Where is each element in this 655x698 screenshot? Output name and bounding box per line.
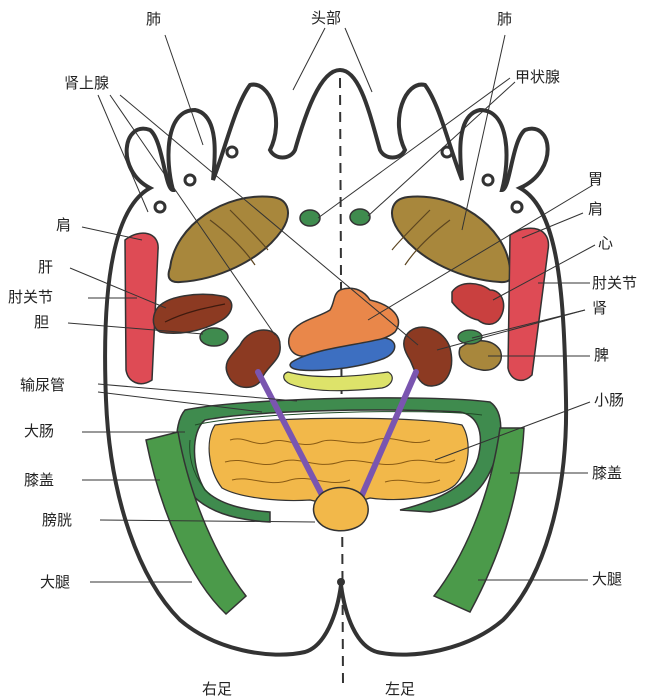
gallbladder-zone [200,328,228,346]
label-lung-left: 肺 [497,10,512,28]
label-elbow-right: 肘关节 [8,288,53,306]
label-stomach: 胃 [588,170,603,188]
label-knee-left: 膝盖 [592,464,622,482]
label-shoulder-left: 肩 [588,200,603,218]
label-thyroid: 甲状腺 [515,68,560,86]
label-small-intestine: 小肠 [594,391,624,409]
label-liver: 肝 [38,258,53,276]
heel-mark [337,578,345,586]
label-bladder: 膀胱 [42,511,72,529]
label-elbow-left: 肘关节 [592,274,637,292]
head-zone-right [300,210,320,226]
label-head: 头部 [311,9,341,27]
label-thigh-right: 大腿 [40,573,70,591]
label-lung-right: 肺 [146,10,161,28]
head-zone-left [350,209,370,225]
label-thigh-left: 大腿 [592,570,622,588]
label-knee-right: 膝盖 [24,471,54,489]
label-heart: 心 [598,234,613,252]
bladder-zone [314,488,369,531]
label-left-foot: 左足 [385,680,415,698]
label-right-foot: 右足 [202,680,232,698]
kidney-marker [458,330,482,344]
label-large-intestine: 大肠 [24,422,54,440]
shoulder-right-zone [125,233,158,384]
label-shoulder-right: 肩 [56,216,71,234]
label-kidney: 肾 [592,299,607,317]
label-ureter: 输尿管 [20,376,65,394]
label-spleen: 脾 [594,346,609,364]
label-gallbladder: 胆 [34,313,49,331]
label-adrenal: 肾上腺 [64,74,109,92]
